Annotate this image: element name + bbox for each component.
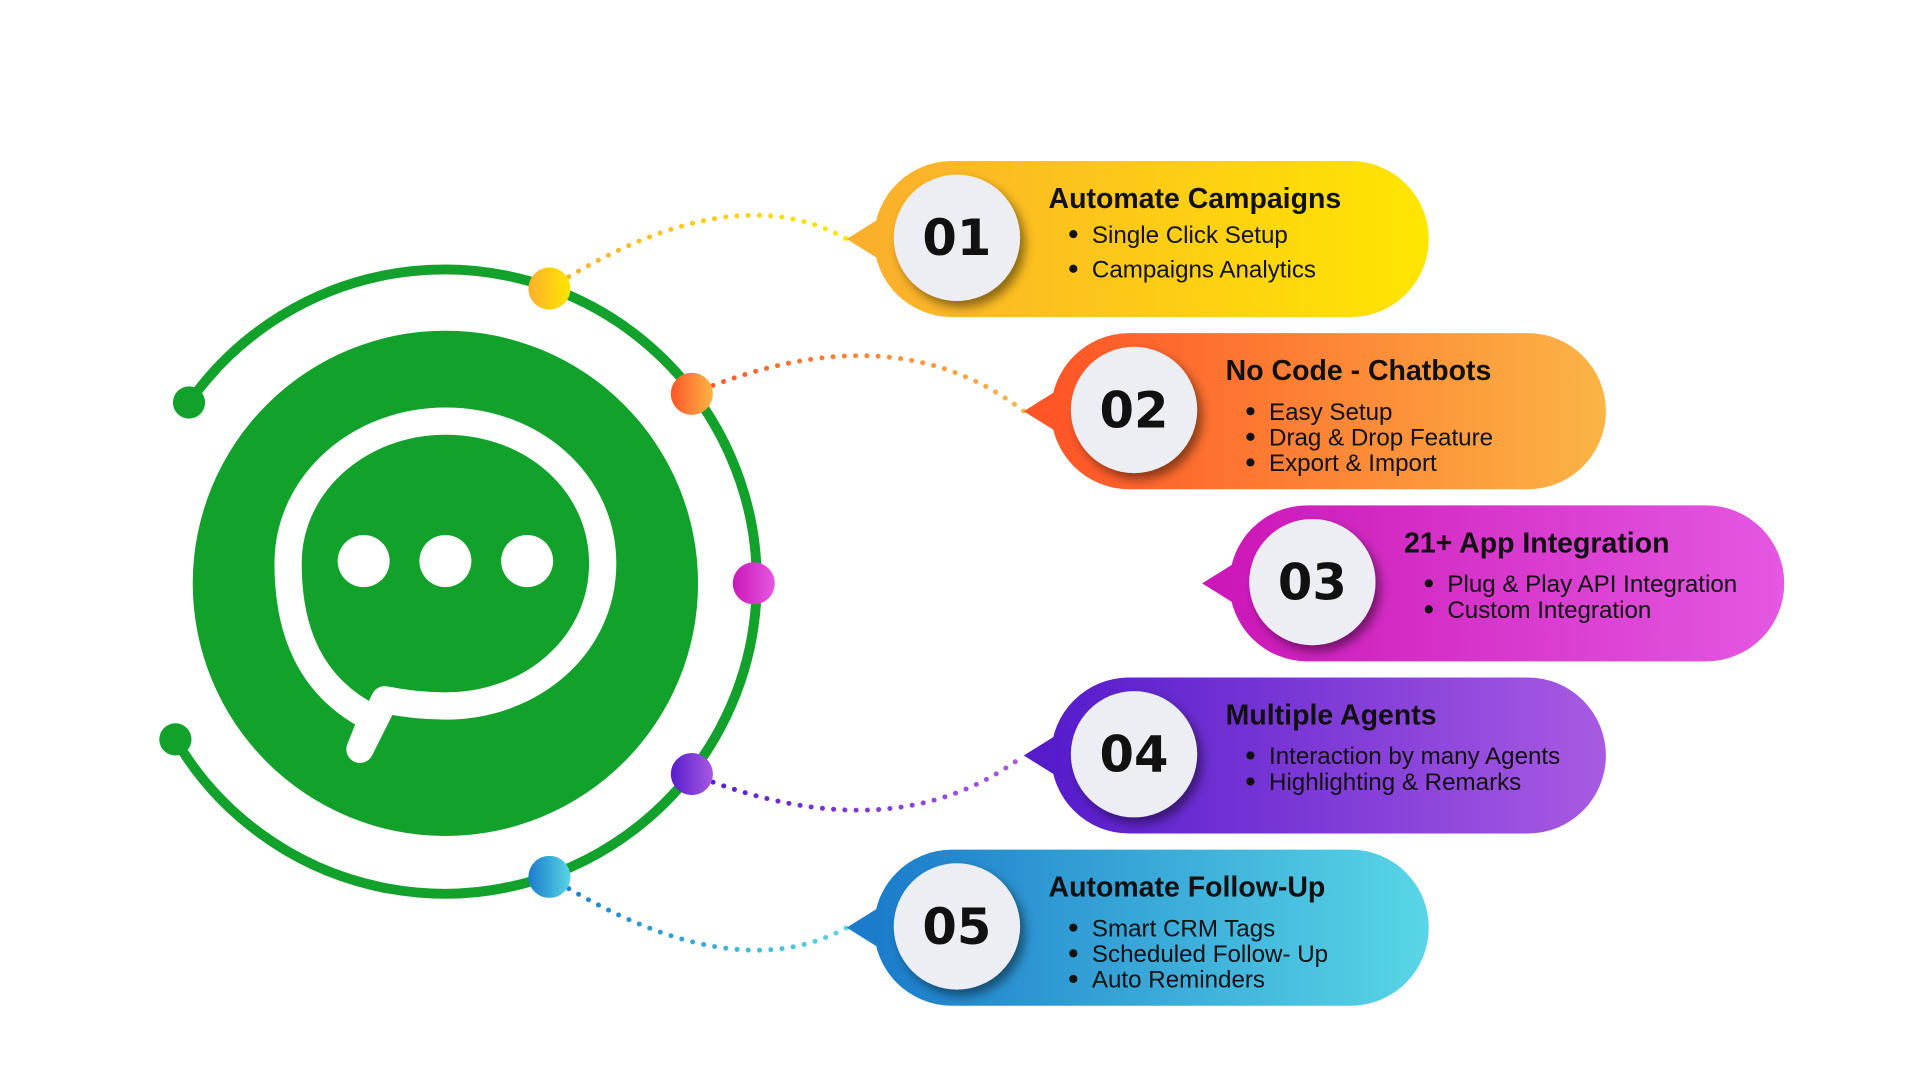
number-badge — [893, 174, 1021, 301]
chat-bubble-icon — [274, 407, 617, 763]
feature-bullet: Highlighting & Remarks — [1269, 769, 1521, 796]
feature-bullet: Interaction by many Agents — [1269, 743, 1560, 770]
bullet-dot-icon — [1246, 777, 1255, 786]
bullet-dot-icon — [1069, 264, 1078, 273]
feature-bullet: Plug & Play API Integration — [1447, 571, 1737, 598]
dotted-connector — [689, 753, 1027, 813]
feature-bullet: Single Click Setup — [1092, 222, 1288, 249]
ring-node-dot — [670, 372, 713, 415]
bullet-dot-icon — [1246, 458, 1255, 467]
bullet-dot-icon — [1069, 949, 1078, 958]
bullet-dot-icon — [1246, 751, 1255, 760]
feature-bullet: Auto Reminders — [1092, 967, 1265, 994]
feature-pill — [873, 849, 1429, 1006]
number-label: 01 — [922, 209, 991, 267]
ring-end-dot-top — [172, 386, 206, 419]
bullet-dot-icon — [1424, 579, 1433, 588]
dotted-connector — [689, 353, 1027, 414]
feature-pill — [873, 161, 1429, 318]
number-label: 02 — [1100, 381, 1169, 439]
bullet-dot-icon — [1424, 605, 1433, 614]
feature-title: Multiple Agents — [1226, 700, 1437, 732]
ring-node-dot — [670, 753, 713, 796]
ring-node-dot — [528, 267, 571, 310]
feature-title: Automate Follow-Up — [1049, 872, 1326, 904]
bullet-dot-icon — [1069, 974, 1078, 984]
dotted-connector — [546, 212, 850, 292]
feature-bullet: Drag & Drop Feature — [1269, 425, 1493, 452]
number-badge — [1249, 518, 1376, 646]
feature-bullet: Export & Import — [1269, 450, 1437, 477]
feature-title: No Code - Chatbots — [1226, 355, 1492, 387]
number-label: 05 — [922, 898, 991, 956]
number-badge — [1070, 346, 1198, 474]
number-label: 03 — [1278, 553, 1347, 611]
feature-bullet: Smart CRM Tags — [1092, 915, 1275, 942]
feature-pill — [1229, 505, 1785, 662]
number-badge — [1070, 691, 1198, 818]
bullet-dot-icon — [1069, 229, 1078, 239]
feature-title: 21+ App Integration — [1404, 527, 1669, 559]
bullet-dot-icon — [1246, 432, 1255, 441]
feature-pill — [1051, 677, 1606, 834]
ring-node-dot — [732, 562, 775, 605]
feature-title: Automate Campaigns — [1049, 183, 1342, 215]
feature-bullet: Easy Setup — [1269, 399, 1392, 426]
number-label: 04 — [1100, 726, 1169, 784]
bullet-dot-icon — [1246, 407, 1255, 416]
ring-end-dot-bottom — [159, 723, 192, 756]
number-badge — [893, 863, 1021, 990]
feature-bullet: Scheduled Follow- Up — [1092, 941, 1328, 968]
ring-node-dot — [528, 855, 571, 898]
dotted-connector — [546, 874, 850, 953]
feature-bullet: Campaigns Analytics — [1092, 256, 1316, 283]
feature-bullet: Custom Integration — [1447, 597, 1651, 624]
feature-pill — [1051, 333, 1606, 490]
hub — [159, 264, 762, 899]
bullet-dot-icon — [1069, 923, 1078, 932]
